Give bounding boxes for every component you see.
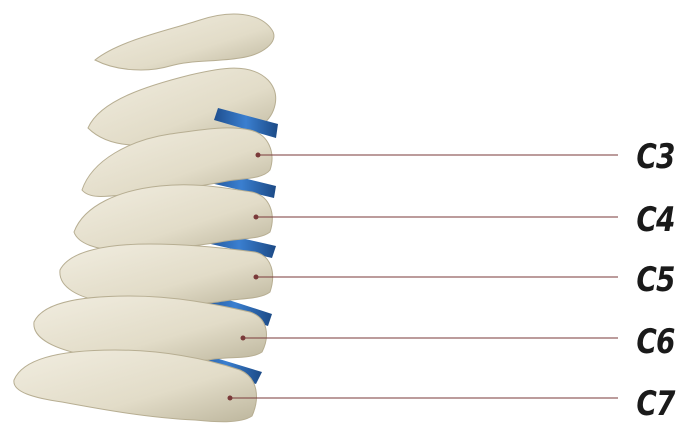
leader-c7	[228, 396, 619, 401]
leader-c5	[254, 275, 619, 280]
label-c4: C4	[637, 203, 675, 237]
label-c3: C3	[637, 140, 675, 174]
label-c6: C6	[637, 325, 675, 359]
label-c7: C7	[637, 387, 675, 421]
leader-lines	[228, 153, 619, 401]
leader-c6	[241, 336, 619, 341]
leader-c3	[256, 153, 619, 158]
label-c5: C5	[637, 263, 675, 297]
leader-c4	[254, 215, 619, 220]
vertebra-c5	[60, 244, 273, 305]
